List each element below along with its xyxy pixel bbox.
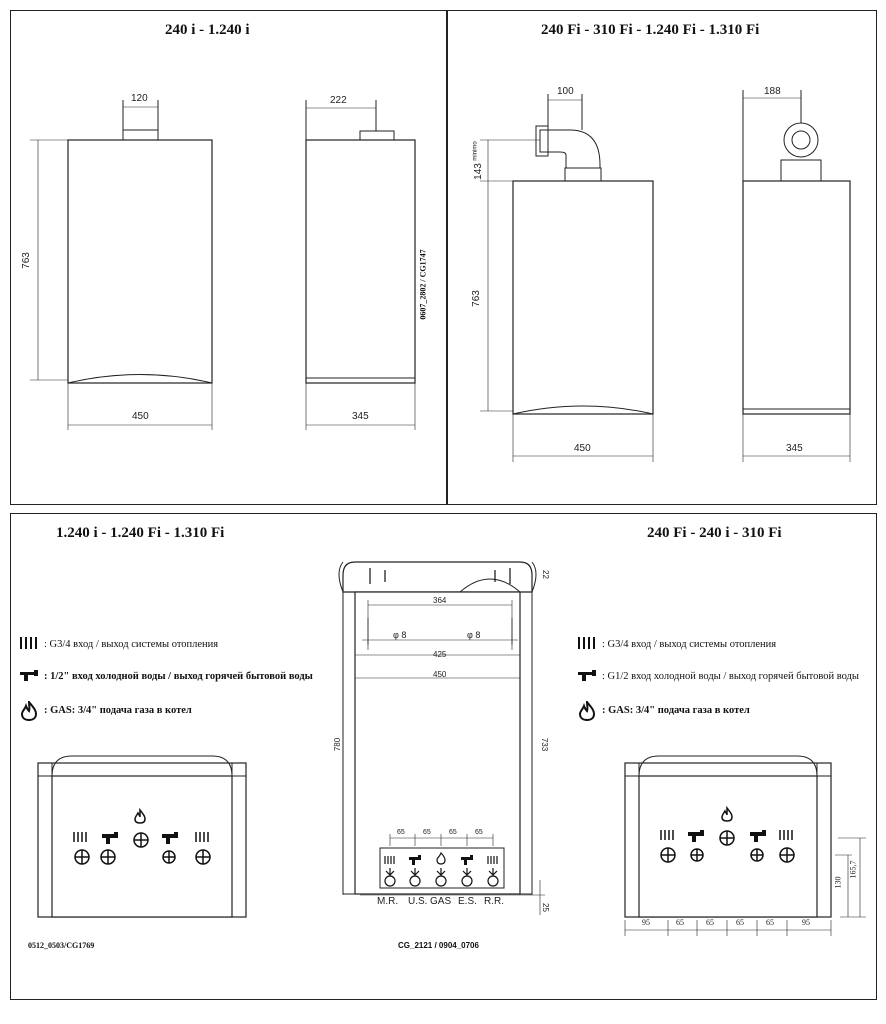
radiator-icon xyxy=(576,635,598,651)
bc-phi-left: φ 8 xyxy=(393,630,407,640)
legend-left-item-3: : GAS: 3/4" подача газа в котел xyxy=(44,705,192,716)
bc-spacing-3: 65 xyxy=(449,829,457,836)
legend-right-item-1: : G3/4 вход / выход системы отопления xyxy=(602,639,777,650)
legend-right-item-3: : GAS: 3/4" подача газа в котел xyxy=(602,705,750,716)
bc-code: CG_2121 / 0904_0706 xyxy=(398,941,479,950)
br-spacing-3: 65 xyxy=(706,918,714,927)
connection-label-us: U.S. xyxy=(408,896,428,907)
bc-spacing-1: 65 xyxy=(397,829,405,836)
bc-width-dim: 450 xyxy=(433,670,447,679)
legend-right-item-2: : G1/2 вход холодной воды / выход горяче… xyxy=(602,671,859,682)
tl-depth-top-dim: 222 xyxy=(330,95,347,106)
tr-depth-top-dim: 188 xyxy=(764,86,781,97)
br-height-165: 165,7 xyxy=(848,860,858,879)
bl-code: 0512_0503/CG1769 xyxy=(28,941,95,950)
br-spacing-2: 65 xyxy=(676,918,684,927)
connection-label-gas: GAS xyxy=(430,896,452,907)
connection-label-es: E.S. xyxy=(458,896,477,907)
tl-flue-width-dim: 120 xyxy=(131,93,148,104)
flame-icon xyxy=(20,701,38,721)
bc-spacing-2: 65 xyxy=(423,829,431,836)
tr-flue-width-dim: 100 xyxy=(557,86,574,97)
bottom-right-title: 240 Fi - 240 i - 310 Fi xyxy=(647,525,782,541)
tap-icon xyxy=(18,667,40,685)
bc-hole-distance-dim: 425 xyxy=(433,650,447,659)
flame-icon xyxy=(578,701,596,721)
bc-phi-right: φ 8 xyxy=(467,630,481,640)
legend-left-item-2: : 1/2" вход холодной воды / выход горяче… xyxy=(44,671,313,682)
radiator-icon xyxy=(18,635,40,651)
connection-label-rr: R.R. xyxy=(484,896,504,907)
connection-label-mr: M.R. xyxy=(377,896,399,907)
top-left-title: 240 i - 1.240 i xyxy=(165,22,250,38)
bc-spacing-4: 65 xyxy=(475,829,483,836)
bc-hole-span-dim: 364 xyxy=(433,596,447,605)
legend-left-item-1: : G3/4 вход / выход системы отопления xyxy=(44,639,219,650)
tap-icon xyxy=(576,667,598,685)
br-spacing-4: 65 xyxy=(736,918,744,927)
tl-depth-dim: 345 xyxy=(352,411,369,422)
br-spacing-5: 65 xyxy=(766,918,774,927)
br-height-130: 130 xyxy=(833,876,843,889)
br-spacing-1: 95 xyxy=(642,918,650,927)
bottom-left-title: 1.240 i - 1.240 Fi - 1.310 Fi xyxy=(56,525,225,541)
tr-width-dim: 450 xyxy=(574,443,591,454)
br-spacing-6: 95 xyxy=(802,918,810,927)
tr-depth-dim: 345 xyxy=(786,443,803,454)
top-right-title: 240 Fi - 310 Fi - 1.240 Fi - 1.310 Fi xyxy=(541,22,760,38)
tl-width-dim: 450 xyxy=(132,411,149,422)
